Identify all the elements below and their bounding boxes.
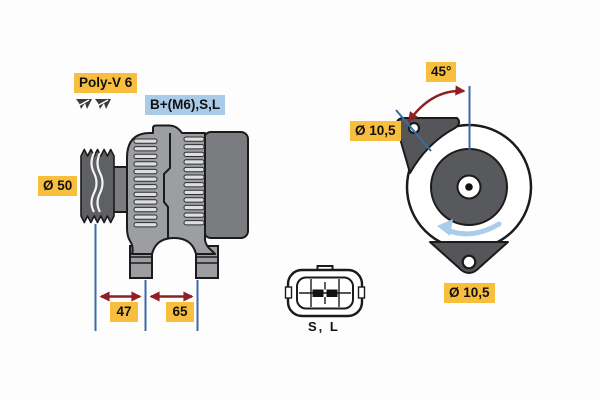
bottom-hole-diameter-label: Ø 10,5 bbox=[444, 283, 495, 303]
connector-notch-left bbox=[284, 286, 293, 299]
pulley-diameter-label: Ø 50 bbox=[38, 176, 78, 196]
housing-seam bbox=[163, 133, 171, 238]
connector-notch-right bbox=[357, 286, 366, 299]
shaft-center-dot bbox=[465, 183, 473, 191]
mount-hole-bottom bbox=[461, 254, 477, 270]
top-hole-diameter-label: Ø 10,5 bbox=[350, 121, 401, 141]
connector-pin-s bbox=[312, 289, 324, 297]
rotation-arrow bbox=[444, 221, 502, 237]
rear-view bbox=[395, 85, 533, 274]
connector-view bbox=[284, 265, 366, 318]
mount-hole-top bbox=[407, 121, 421, 135]
rotation-arrow-head bbox=[437, 219, 453, 236]
connector-pins-label: S, L bbox=[308, 319, 340, 334]
side-view bbox=[76, 99, 249, 331]
dimension-label-47: 47 bbox=[110, 302, 138, 322]
break-line bbox=[96, 152, 104, 213]
rear-housing-block bbox=[203, 131, 249, 239]
connector-pin-l bbox=[326, 289, 338, 297]
angle-arc-arrow bbox=[408, 85, 466, 123]
terminal-label: B+(M6),S,L bbox=[145, 95, 226, 115]
poly-v-belt-icon bbox=[76, 99, 111, 109]
cooling-fins-left bbox=[133, 138, 158, 228]
angle-reference-diagonal bbox=[395, 109, 432, 152]
angle-label: 45° bbox=[426, 62, 457, 82]
break-line bbox=[90, 152, 98, 213]
pulley bbox=[80, 148, 115, 224]
dimension-label-65: 65 bbox=[166, 302, 194, 322]
belt-type-label: Poly-V 6 bbox=[74, 73, 138, 93]
cooling-fins-right bbox=[183, 136, 205, 226]
